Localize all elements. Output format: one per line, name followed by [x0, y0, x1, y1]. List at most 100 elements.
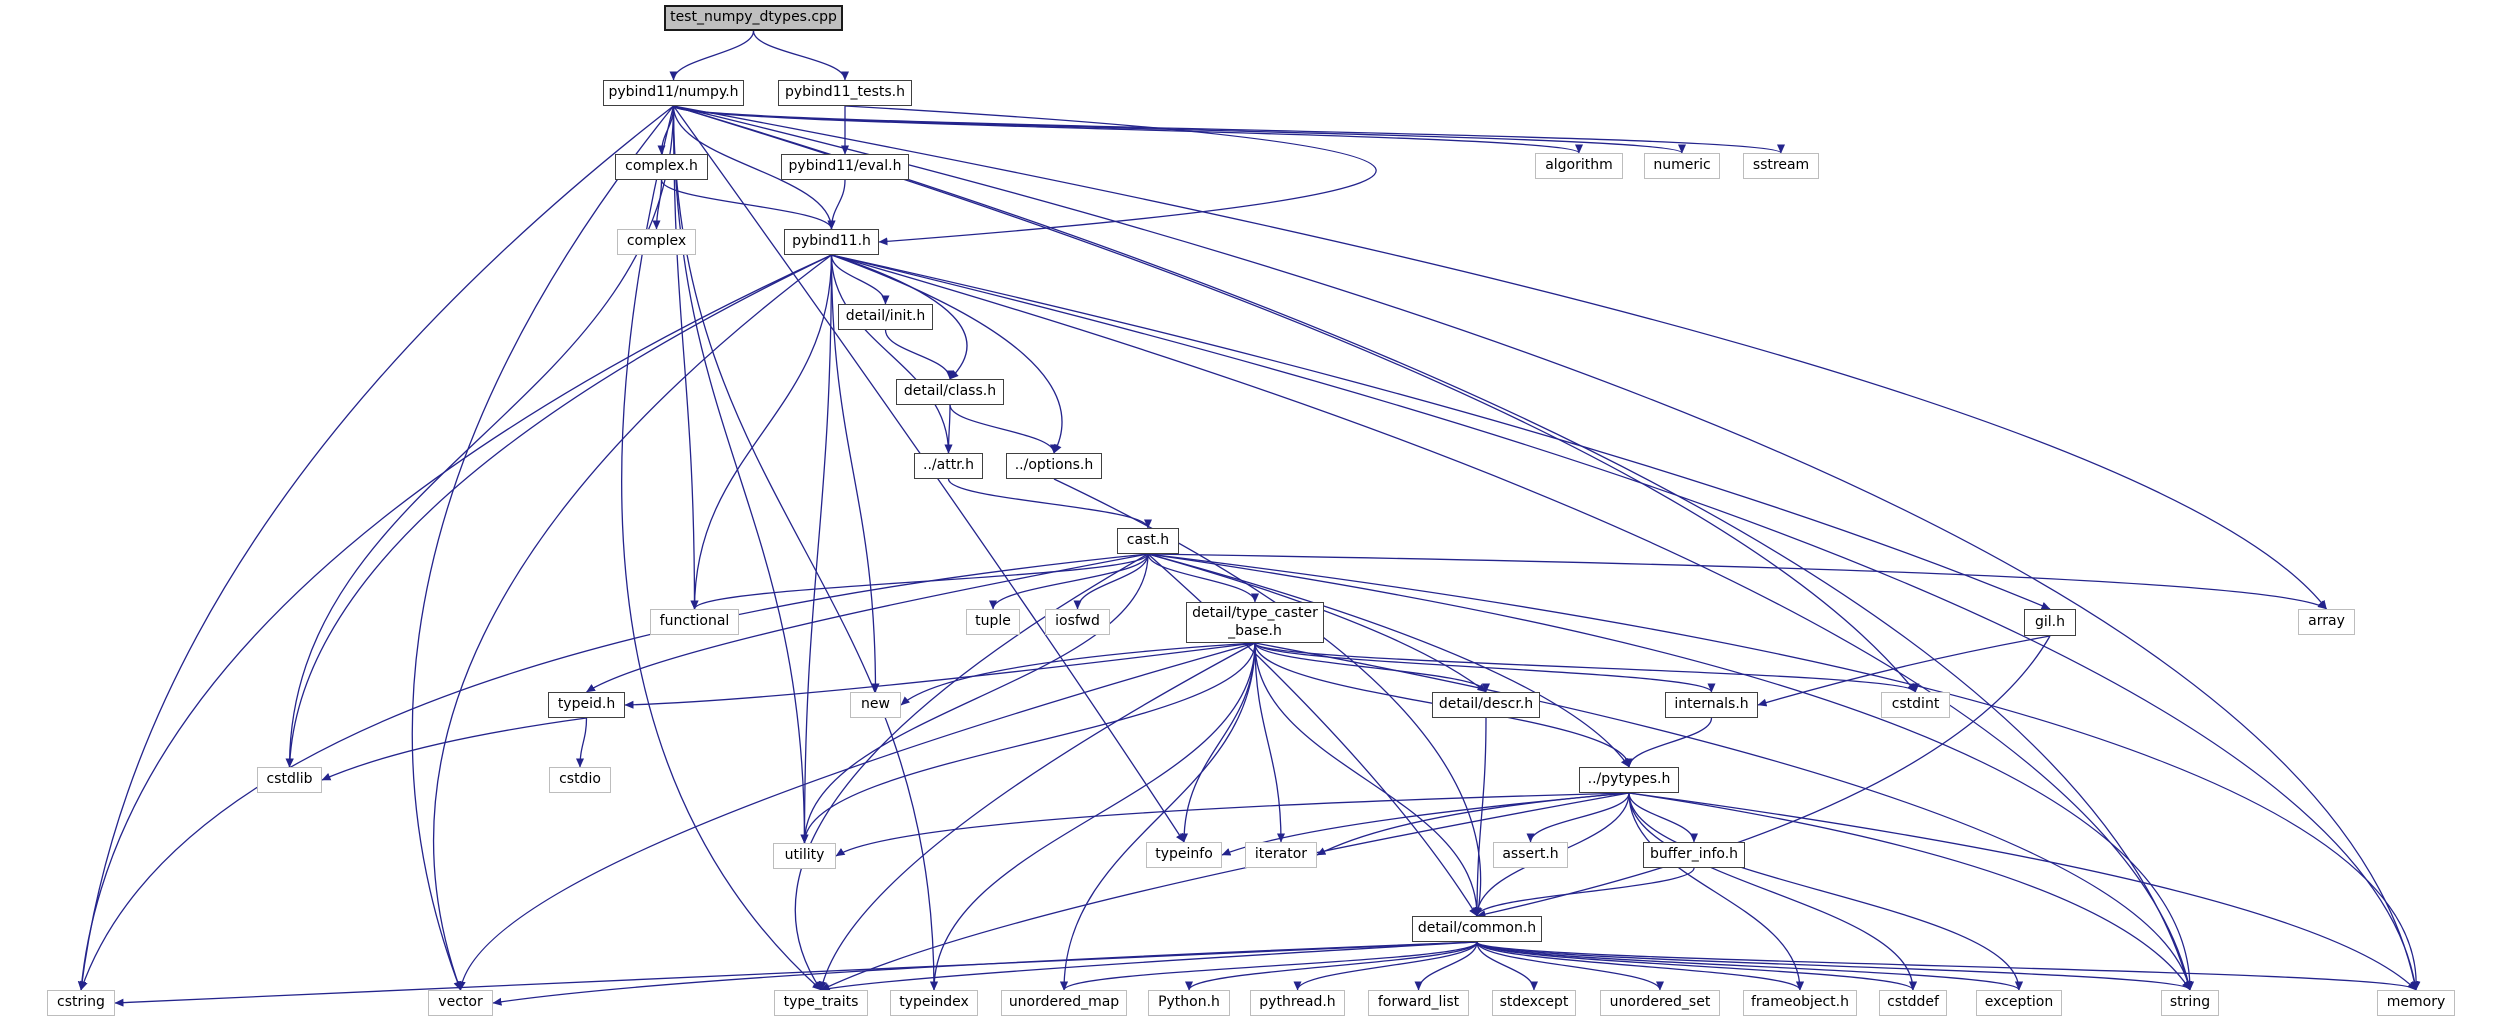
node-tcb[interactable]: detail/type_caster _base.h: [1186, 602, 1324, 643]
node-iterator[interactable]: iterator: [1245, 842, 1317, 868]
edge-pybind11-utility: [800, 254, 833, 844]
edge-common-unordered_set: [1476, 941, 1664, 991]
node-asserth[interactable]: assert.h: [1493, 842, 1568, 868]
edge-tcb-utility: [800, 642, 1256, 844]
edge-tcb-cstdint: [1254, 642, 1920, 693]
edge-typeid-cstdlib: [321, 717, 587, 781]
node-cstdio[interactable]: cstdio: [549, 767, 611, 793]
node-pybind11[interactable]: pybind11.h: [784, 229, 879, 255]
node-typeindex[interactable]: typeindex: [890, 990, 978, 1016]
edge-pybind11-class: [831, 254, 968, 380]
node-array[interactable]: array: [2298, 609, 2355, 635]
edge-pybind11-attr: [830, 254, 953, 454]
node-typeid[interactable]: typeid.h: [548, 692, 625, 718]
edge-pytypes-string: [1628, 792, 2191, 991]
node-test[interactable]: test_numpy_dtypes.cpp: [664, 5, 843, 31]
edge-common-type_traits: [820, 941, 1478, 993]
edge-tcb-iterator: [1254, 642, 1285, 843]
edge-common-pythonh: [1185, 941, 1478, 991]
edge-pybind11-options: [831, 254, 1063, 454]
node-attr[interactable]: ../attr.h: [914, 453, 983, 479]
edge-pybind11-functional: [690, 254, 833, 610]
edge-cast-descr: [1147, 553, 1487, 693]
edge-cast-string: [1147, 553, 2194, 991]
node-cstddef[interactable]: cstddef: [1879, 990, 1947, 1016]
edge-cast-iosfwd: [1073, 553, 1149, 610]
node-cstdint[interactable]: cstdint: [1881, 692, 1950, 718]
edge-pybind11-vector: [433, 254, 832, 991]
node-internals[interactable]: internals.h: [1665, 692, 1758, 718]
node-gil[interactable]: gil.h: [2024, 609, 2076, 636]
node-exception[interactable]: exception: [1976, 990, 2062, 1016]
node-algorithm[interactable]: algorithm: [1535, 153, 1623, 179]
edge-common-cstddef: [1476, 941, 1917, 991]
node-pythonh[interactable]: Python.h: [1148, 990, 1230, 1016]
edge-tcb-type_traits: [818, 642, 1256, 991]
node-complexh[interactable]: complex.h: [615, 154, 708, 180]
edge-cast-cstring: [80, 553, 1149, 991]
edge-cast-memory: [1147, 553, 2421, 991]
edge-class-attr: [944, 404, 953, 454]
node-numeric[interactable]: numeric: [1644, 153, 1720, 179]
node-complex[interactable]: complex: [617, 229, 696, 255]
edge-pytypes-asserth: [1526, 792, 1630, 843]
edge-tcb-typeinfo: [1180, 642, 1256, 843]
edge-cast-functional: [690, 553, 1149, 610]
node-frameobject[interactable]: frameobject.h: [1743, 990, 1857, 1016]
node-cstring[interactable]: cstring: [47, 990, 115, 1016]
node-typeinfo[interactable]: typeinfo: [1146, 842, 1222, 868]
node-stdexcept[interactable]: stdexcept: [1492, 990, 1576, 1016]
node-pytypes[interactable]: ../pytypes.h: [1579, 767, 1679, 793]
node-memory[interactable]: memory: [2377, 990, 2455, 1016]
edge-tcb-new: [900, 642, 1256, 706]
edge-gil-common: [1476, 635, 2051, 919]
node-new[interactable]: new: [850, 692, 901, 718]
edge-numpy-cstdlib: [285, 105, 675, 768]
node-bufinfo[interactable]: buffer_info.h: [1643, 842, 1745, 868]
edge-evalh-pybind11: [827, 179, 846, 230]
edge-cast-array: [1147, 553, 2327, 610]
edge-pytypes-exception: [1628, 792, 2023, 991]
edge-test-tests: [752, 30, 849, 81]
node-tests[interactable]: pybind11_tests.h: [778, 80, 912, 106]
node-unordered_set[interactable]: unordered_set: [1600, 990, 1720, 1016]
node-cstdlib[interactable]: cstdlib: [257, 767, 322, 793]
node-init[interactable]: detail/init.h: [838, 304, 933, 330]
edge-numpy-pybind11: [672, 105, 836, 230]
edge-pytypes-type_traits: [820, 792, 1630, 991]
node-unordered_map[interactable]: unordered_map: [1001, 990, 1127, 1016]
node-class[interactable]: detail/class.h: [896, 379, 1004, 405]
edge-test-numpy: [669, 30, 755, 81]
edge-common-pythread: [1293, 941, 1478, 991]
node-pythread[interactable]: pythread.h: [1250, 990, 1345, 1016]
edge-numpy-string: [673, 105, 2192, 991]
edge-common-stdexcept: [1476, 941, 1538, 991]
node-common[interactable]: detail/common.h: [1412, 916, 1542, 942]
node-type_traits[interactable]: type_traits: [774, 990, 868, 1016]
node-numpy[interactable]: pybind11/numpy.h: [603, 80, 744, 106]
edge-gil-internals: [1757, 635, 2051, 707]
edge-tcb-descr: [1254, 642, 1490, 693]
node-utility[interactable]: utility: [773, 843, 836, 869]
edge-pytypes-cstddef: [1628, 792, 1917, 991]
edge-typeid-cstdio: [576, 717, 588, 768]
node-tuple[interactable]: tuple: [966, 609, 1020, 635]
node-string[interactable]: string: [2161, 990, 2219, 1016]
edge-pybind11-cstring: [77, 254, 832, 991]
node-options[interactable]: ../options.h: [1006, 453, 1102, 479]
node-sstream[interactable]: sstream: [1743, 153, 1819, 179]
edge-cast-utility: [800, 553, 1149, 844]
edge-tcb-unordered_map: [1060, 642, 1256, 991]
edge-common-frameobject: [1476, 941, 1804, 991]
node-cast[interactable]: cast.h: [1117, 528, 1179, 554]
edge-numpy-typeindex: [672, 105, 938, 991]
node-vector[interactable]: vector: [428, 990, 493, 1016]
node-iosfwd[interactable]: iosfwd: [1045, 609, 1110, 635]
edge-numpy-cstdint: [673, 105, 1917, 693]
node-descr[interactable]: detail/descr.h: [1432, 692, 1540, 718]
node-functional[interactable]: functional: [650, 609, 739, 635]
node-forward_list[interactable]: forward_list: [1368, 990, 1469, 1016]
edge-tcb-internals: [1254, 642, 1716, 693]
edge-common-memory: [1476, 941, 2420, 991]
node-evalh[interactable]: pybind11/eval.h: [781, 154, 909, 180]
